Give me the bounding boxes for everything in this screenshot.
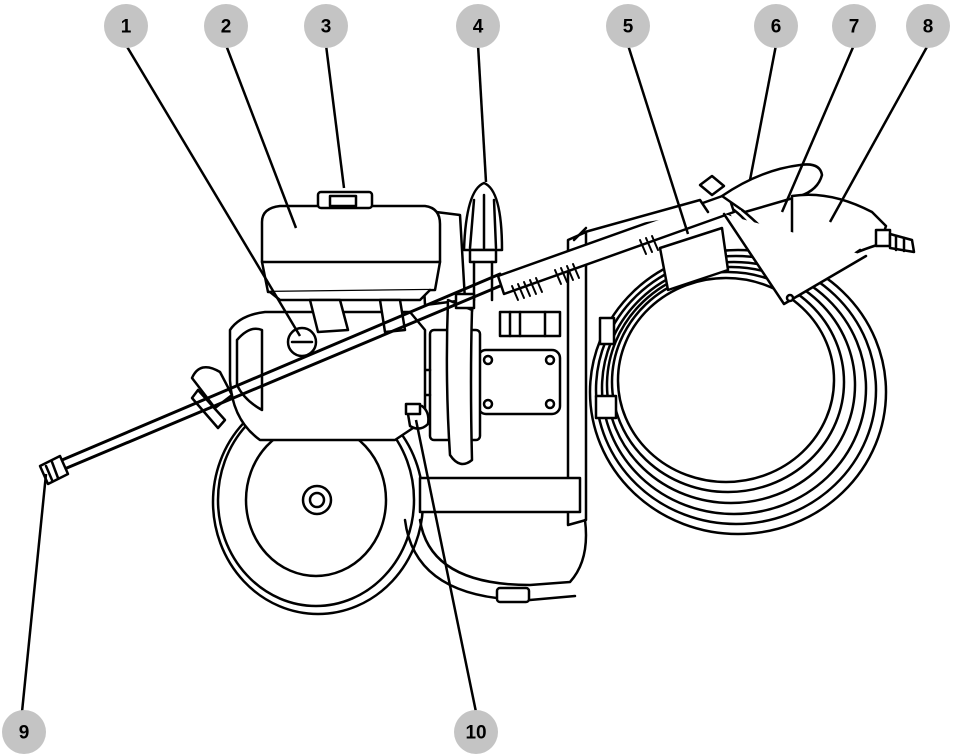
callout-4: 4: [456, 4, 500, 48]
leader-9: [20, 473, 48, 713]
leader-8: [828, 44, 930, 223]
leader-6: [748, 44, 778, 181]
frame: [403, 230, 588, 604]
callout-6: 6: [754, 4, 798, 48]
svg-text:5: 5: [623, 17, 634, 38]
leader-3: [324, 44, 346, 189]
callout-badges: 1 2 3 4 5 6 7 8: [2, 4, 950, 754]
callout-1: 1: [104, 4, 148, 48]
callout-3: 3: [304, 4, 348, 48]
callout-7: 7: [832, 4, 876, 48]
svg-text:2: 2: [221, 17, 232, 38]
leader-lines: [20, 44, 930, 713]
hose-coil: [588, 248, 888, 536]
leader-7: [780, 44, 856, 213]
svg-text:9: 9: [19, 723, 30, 744]
callout-10: 10: [454, 710, 498, 754]
spray-gun: [698, 163, 916, 306]
svg-text:7: 7: [849, 17, 860, 38]
callout-2: 2: [204, 4, 248, 48]
svg-text:6: 6: [771, 17, 782, 38]
svg-text:10: 10: [465, 723, 486, 744]
spray-wand: [38, 192, 736, 486]
leader-4: [476, 44, 488, 183]
svg-text:4: 4: [473, 17, 484, 38]
callout-5: 5: [606, 4, 650, 48]
svg-text:1: 1: [121, 17, 132, 38]
svg-text:8: 8: [923, 17, 934, 38]
leader-5: [626, 44, 690, 235]
leader-1: [124, 44, 302, 337]
wand-holder: [572, 198, 730, 292]
callout-8: 8: [906, 4, 950, 48]
engine: [228, 190, 467, 442]
svg-text:3: 3: [321, 17, 332, 38]
outlet-hose: [445, 292, 618, 466]
callout-9: 9: [2, 710, 46, 754]
leader-2: [224, 44, 298, 229]
detergent-siphon: [404, 402, 430, 430]
leader-10: [414, 419, 478, 713]
